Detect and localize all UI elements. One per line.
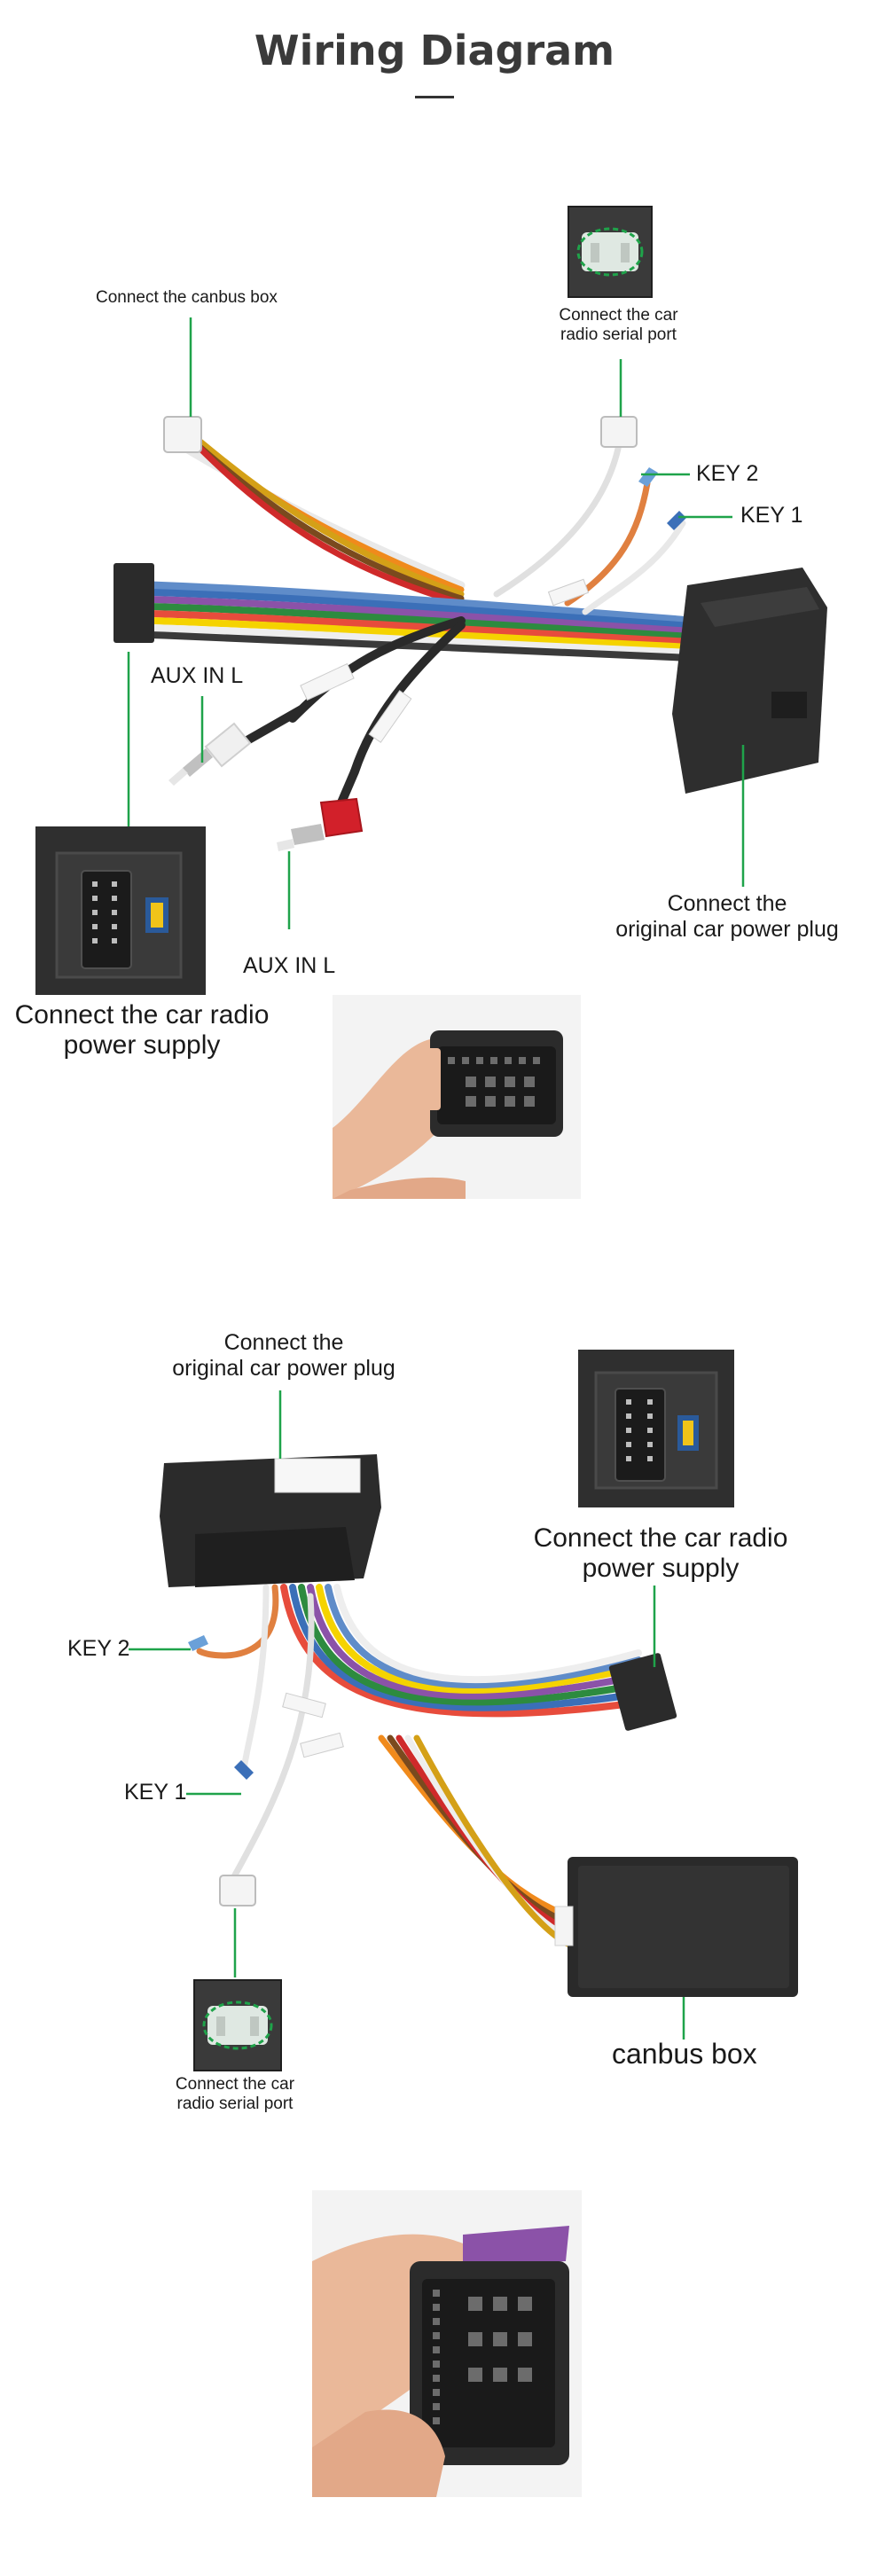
label-serial-bottom-line2: radio serial port xyxy=(176,2094,294,2113)
title-underline xyxy=(415,96,454,98)
label-aux-top: AUX IN L xyxy=(151,663,244,688)
label-serial-top: Connect the car radio serial port xyxy=(519,306,718,345)
label-power-plug-bottom-line1: Connect the xyxy=(223,1330,344,1355)
label-serial-top-line1: Connect the car xyxy=(559,306,678,325)
label-power-supply-bottom: Connect the car radio power supply xyxy=(519,1523,802,1584)
label-power-supply-bottom-line2: power supply xyxy=(582,1554,740,1583)
label-serial-bottom: Connect the car radio serial port xyxy=(142,2075,328,2114)
label-power-supply-bottom-line1: Connect the car radio xyxy=(533,1523,788,1553)
label-power-plug-top: Connect the original car power plug xyxy=(594,891,860,943)
label-canbus-top: Connect the canbus box xyxy=(96,288,278,307)
power-supply-photo-bottom xyxy=(578,1350,734,1507)
callout-lines-top xyxy=(127,317,745,929)
label-key1-bottom: KEY 1 xyxy=(124,1780,187,1805)
label-serial-top-line2: radio serial port xyxy=(560,325,677,344)
label-power-supply-top: Connect the car radio power supply xyxy=(0,1000,284,1061)
label-power-plug-bottom-line2: original car power plug xyxy=(172,1356,395,1381)
wire-bundle-bottom xyxy=(196,1584,642,1947)
label-key1-top: KEY 1 xyxy=(740,503,803,528)
serial-port-photo-bottom xyxy=(193,1979,282,2071)
label-serial-bottom-line1: Connect the car xyxy=(175,2075,295,2094)
label-key2-bottom: KEY 2 xyxy=(67,1636,130,1661)
serial-port-photo-top xyxy=(568,206,653,298)
label-power-plug-top-line2: original car power plug xyxy=(615,917,839,942)
label-aux-bottom: AUX IN L xyxy=(243,953,336,978)
label-power-plug-bottom: Connect the original car power plug xyxy=(151,1330,417,1382)
label-canbus-bottom: canbus box xyxy=(612,2038,757,2070)
wire-bundle-top xyxy=(146,427,696,776)
page-title: Wiring Diagram xyxy=(254,27,615,74)
hand-plug-photo-top xyxy=(333,995,581,1199)
hand-plug-photo-bottom xyxy=(312,2190,582,2497)
callout-lines-bottom xyxy=(129,1390,685,2040)
label-key2-top: KEY 2 xyxy=(696,461,759,486)
power-supply-photo-top xyxy=(35,826,206,995)
label-power-supply-top-line2: power supply xyxy=(63,1030,221,1060)
label-power-plug-top-line1: Connect the xyxy=(667,891,787,916)
label-power-supply-top-line1: Connect the car radio xyxy=(14,1000,270,1030)
